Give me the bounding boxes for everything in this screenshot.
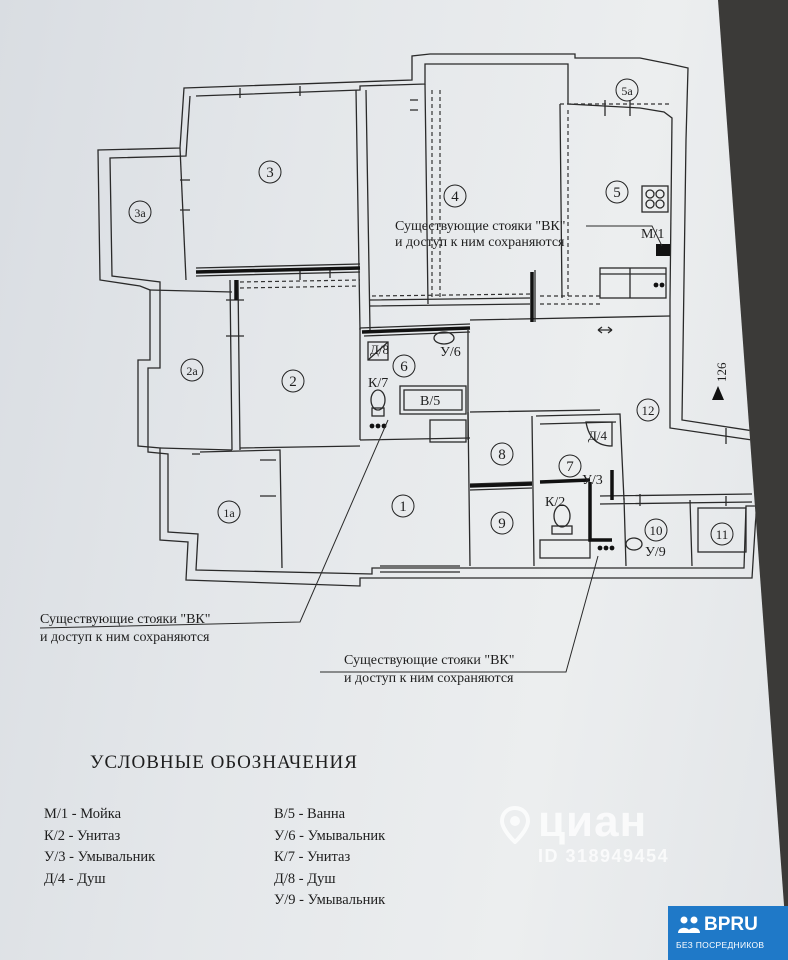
cian-watermark: циан ID 318949454 bbox=[500, 800, 669, 867]
room-5a-label: 5a bbox=[621, 84, 633, 98]
room-1-label: 1 bbox=[399, 499, 407, 515]
people-icon bbox=[678, 916, 700, 933]
location-pin-icon bbox=[500, 806, 530, 844]
legend-item: У/3 - Умывальник bbox=[44, 849, 156, 865]
fixture-v5: В/5 bbox=[420, 394, 440, 409]
room-11-label: 11 bbox=[716, 527, 729, 542]
legend-item: К/2 - Унитаз bbox=[44, 827, 121, 844]
room-11-box bbox=[697, 507, 747, 553]
room-3a-label: 3a bbox=[134, 206, 146, 220]
legend-item: К/7 - Унитаз bbox=[274, 849, 351, 865]
legend-title: УСЛОВНЫЕ ОБОЗНАЧЕНИЯ bbox=[90, 752, 358, 773]
wall-3-4 bbox=[355, 89, 371, 331]
riser-note-bottom-line2: и доступ к ним сохраняются bbox=[344, 671, 514, 686]
riser-note-top-line2: и доступ к ним сохраняются bbox=[395, 235, 565, 250]
room-5-label: 5 bbox=[613, 185, 621, 201]
badge-subtitle: БЕЗ ПОСРЕДНИКОВ bbox=[676, 940, 765, 950]
wall-2 bbox=[229, 279, 361, 451]
legend-item: Д/4 - Душ bbox=[44, 870, 106, 887]
riser-note-top-line1: Существующие стояки "ВК" bbox=[395, 219, 566, 234]
watermark-brand: циан bbox=[538, 797, 648, 846]
room-8-label: 8 bbox=[498, 447, 506, 463]
watermark-id: ID 318949454 bbox=[538, 846, 670, 866]
riser-note-bottom: Существующие стояки "ВК" и доступ к ним … bbox=[344, 653, 514, 687]
badge-name: BPRU bbox=[704, 914, 758, 935]
riser-note-left: Существующие стояки "ВК" и доступ к ним … bbox=[40, 612, 210, 646]
wall-1a bbox=[192, 449, 283, 569]
legend-left-column: М/1 - Мойка К/2 - Унитаз У/3 - Умывальни… bbox=[44, 804, 155, 890]
fixture-u3: У/3 bbox=[582, 473, 603, 488]
wall-4-bottom bbox=[369, 297, 531, 307]
wall-4-5 bbox=[424, 83, 563, 305]
legend-right-column: В/5 - Ванна У/6 - Умывальник К/7 - Унита… bbox=[274, 804, 385, 912]
outer-wall bbox=[97, 53, 771, 587]
legend-item: М/1 - Мойка bbox=[44, 806, 122, 822]
wall-12 bbox=[469, 270, 671, 413]
wall-2a bbox=[149, 289, 233, 451]
legend-item: У/6 - Умывальник bbox=[274, 827, 386, 844]
room-1a-label: 1a bbox=[223, 506, 235, 520]
riser-note-left-line1: Существующие стояки "ВК" bbox=[40, 612, 211, 627]
room-2a-label: 2a bbox=[186, 364, 198, 378]
fixture-d8: Д/8 bbox=[370, 342, 389, 357]
room-6-label: 6 bbox=[400, 359, 408, 375]
riser-note-bottom-line1: Существующие стояки "ВК" bbox=[344, 653, 515, 668]
room-10-label: 10 bbox=[650, 523, 663, 538]
bathtub bbox=[399, 385, 467, 415]
fixture-u6: У/6 bbox=[440, 345, 461, 360]
wall-10-11 bbox=[599, 493, 753, 567]
riser-note-top: Существующие стояки "ВК" и доступ к ним … bbox=[395, 219, 565, 251]
room-9-label: 9 bbox=[498, 516, 506, 532]
dimension-label: 126 bbox=[714, 362, 729, 382]
wall-bath bbox=[359, 323, 471, 441]
fixture-m1: М/1 bbox=[641, 227, 664, 242]
fixture-u9: У/9 bbox=[645, 545, 666, 560]
room-7-label: 7 bbox=[566, 459, 574, 475]
legend-item: У/9 - Умывальник bbox=[274, 892, 386, 908]
fixture-d4: Д/4 bbox=[588, 428, 607, 443]
wall-8-9 bbox=[467, 411, 535, 567]
legend-item: Д/8 - Душ bbox=[274, 870, 336, 887]
wall-3-bottom bbox=[195, 263, 361, 277]
kitchen-counter bbox=[599, 267, 667, 299]
stove bbox=[641, 185, 669, 213]
bpru-badge[interactable]: BPRU БЕЗ ПОСРЕДНИКОВ bbox=[668, 906, 788, 960]
fixture-k2: К/2 bbox=[545, 495, 565, 510]
room-3-label: 3 bbox=[266, 165, 274, 181]
fixture-k7: К/7 bbox=[368, 376, 388, 391]
inner-wall bbox=[109, 63, 761, 575]
wall-3a bbox=[179, 147, 187, 281]
room-4-label: 4 bbox=[451, 189, 459, 205]
room-12-label: 12 bbox=[642, 403, 655, 418]
room-2-label: 2 bbox=[289, 374, 297, 390]
riser-note-left-line2: и доступ к ним сохраняются bbox=[40, 630, 210, 645]
legend-item: В/5 - Ванна bbox=[274, 806, 346, 822]
